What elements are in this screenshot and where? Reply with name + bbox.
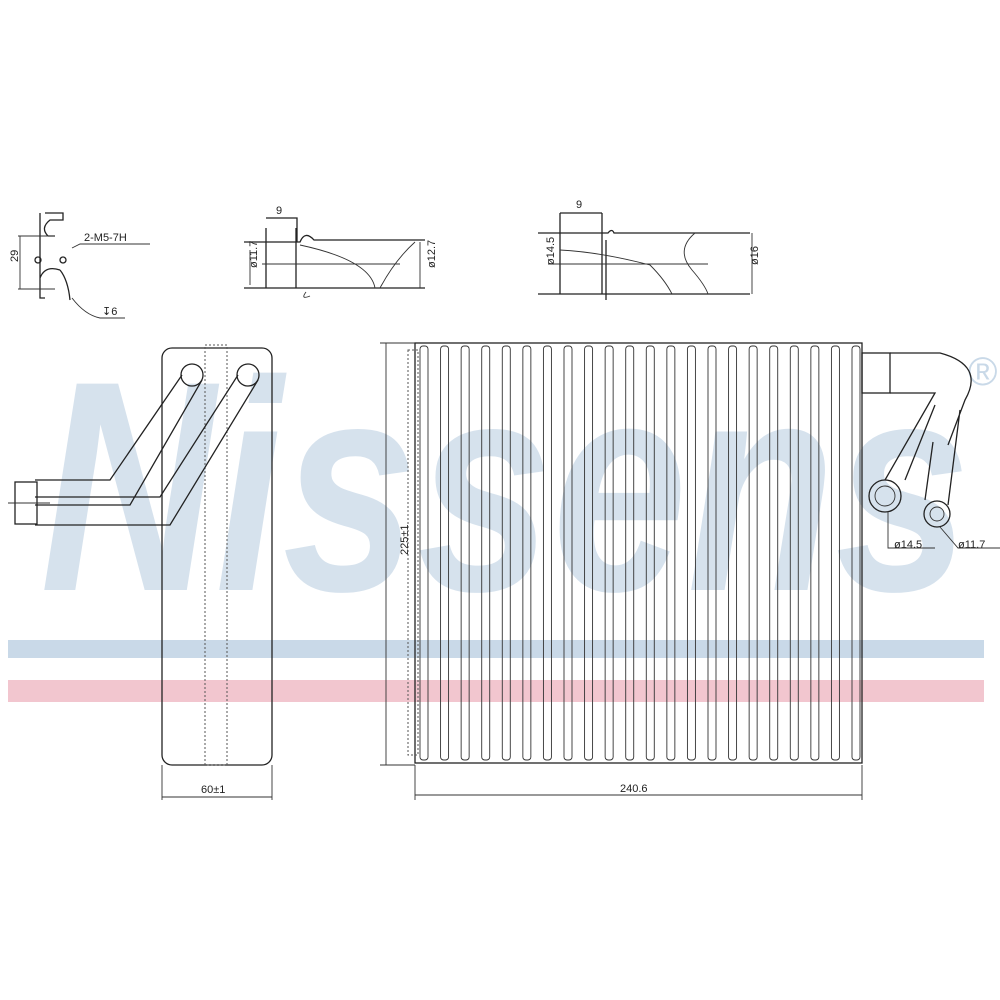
core-tube (625, 345, 635, 761)
core-tube (604, 345, 614, 761)
watermark-band-red (8, 680, 984, 702)
core-tube (666, 345, 676, 761)
core-width-label: 240.6 (620, 783, 648, 795)
core-tube (419, 345, 429, 761)
core-tube (769, 345, 779, 761)
fitting-small-outer: ø12.7 (426, 240, 438, 268)
fitting-large-length: 9 (576, 199, 582, 211)
watermark-band-blue (8, 640, 984, 658)
core-tube (522, 345, 532, 761)
core-tube (748, 345, 758, 761)
core-tube (460, 345, 470, 761)
evaporator-core: 225±1 240.6 (380, 342, 863, 800)
port-large-label: ø14.5 (894, 539, 922, 551)
core-tube (707, 345, 717, 761)
core-tube (810, 345, 820, 761)
side-width-label: 60±1 (201, 784, 225, 796)
core-tube (563, 345, 573, 761)
fitting-large-inner: ø14.5 (545, 237, 557, 265)
fitting-small-inner: ø11.7 (248, 241, 260, 268)
core-tube (440, 345, 450, 761)
bracket-thread-label: 2-M5-7H (84, 232, 127, 244)
pipe-connections: ø14.5 ø11.7 (861, 352, 1000, 551)
core-tube (728, 345, 738, 761)
core-tube (851, 345, 861, 761)
core-tube (686, 345, 696, 761)
core-tube (542, 345, 552, 761)
fitting-large-detail: 9 ø14.5 ø16 (538, 199, 761, 300)
core-tube (501, 345, 511, 761)
core-tube (481, 345, 491, 761)
fitting-large-outer: ø16 (749, 246, 761, 265)
core-tube (830, 345, 840, 761)
core-tube (584, 345, 594, 761)
bracket-depth-label: ↧6 (102, 306, 117, 318)
bracket-detail: 29 2-M5-7H ↧6 (9, 212, 150, 319)
registered-mark: ® (968, 350, 997, 394)
fitting-small-detail: 9 ø11.7 ø12.7 (244, 205, 438, 298)
core-tube (645, 345, 655, 761)
port-small-label: ø11.7 (958, 539, 985, 551)
fitting-small-length: 9 (276, 205, 282, 217)
watermark-logo: Nissens (40, 318, 970, 654)
core-tube (789, 345, 799, 761)
bracket-height-label: 29 (9, 250, 21, 262)
core-height-label: 225±1 (399, 524, 411, 555)
side-view: 60±1 (8, 344, 273, 800)
